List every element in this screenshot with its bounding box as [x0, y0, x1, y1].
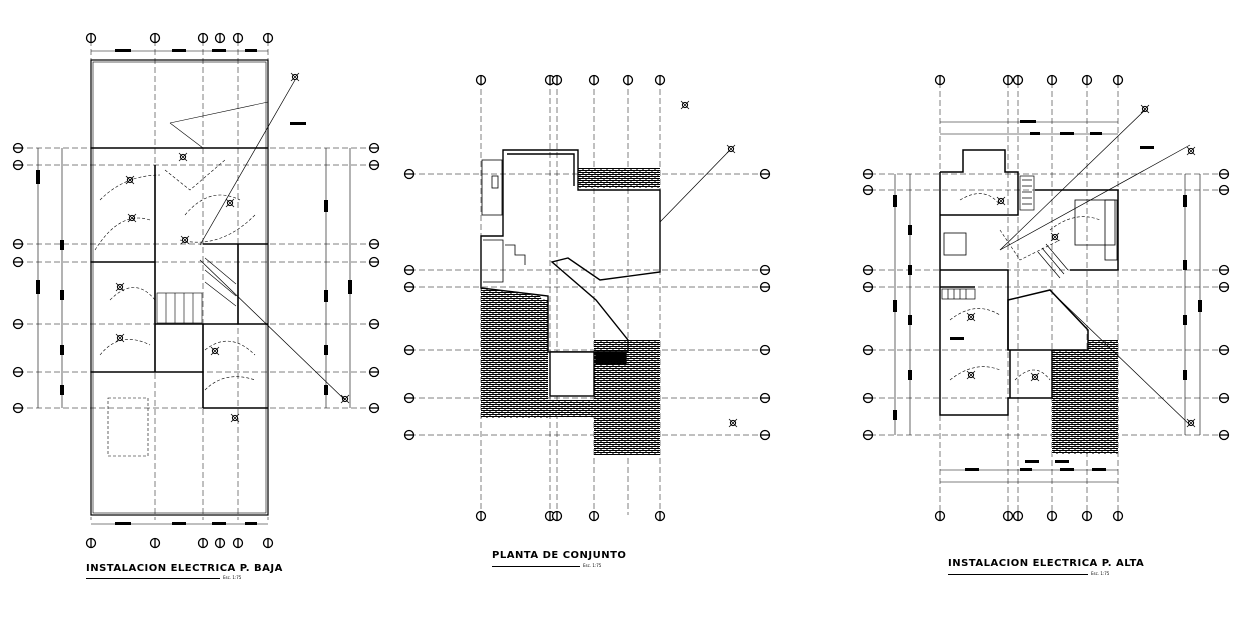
plan-planta-alta — [862, 74, 1230, 522]
scale-planta-conjunto: Esc. 1:75 — [583, 563, 602, 568]
title-underline — [492, 566, 580, 567]
title-planta-baja: INSTALACION ELECTRICA P. BAJA — [86, 563, 283, 574]
plan-planta-conjunto — [403, 74, 771, 522]
title-underline — [948, 574, 1088, 575]
scale-planta-baja: Esc. 1:75 — [223, 575, 242, 580]
plan-planta-baja — [12, 32, 380, 549]
title-underline — [86, 578, 220, 579]
scale-planta-alta: Esc. 1:75 — [1091, 571, 1110, 576]
title-planta-alta: INSTALACION ELECTRICA P. ALTA — [948, 558, 1145, 569]
title-planta-conjunto: PLANTA DE CONJUNTO — [492, 550, 627, 561]
